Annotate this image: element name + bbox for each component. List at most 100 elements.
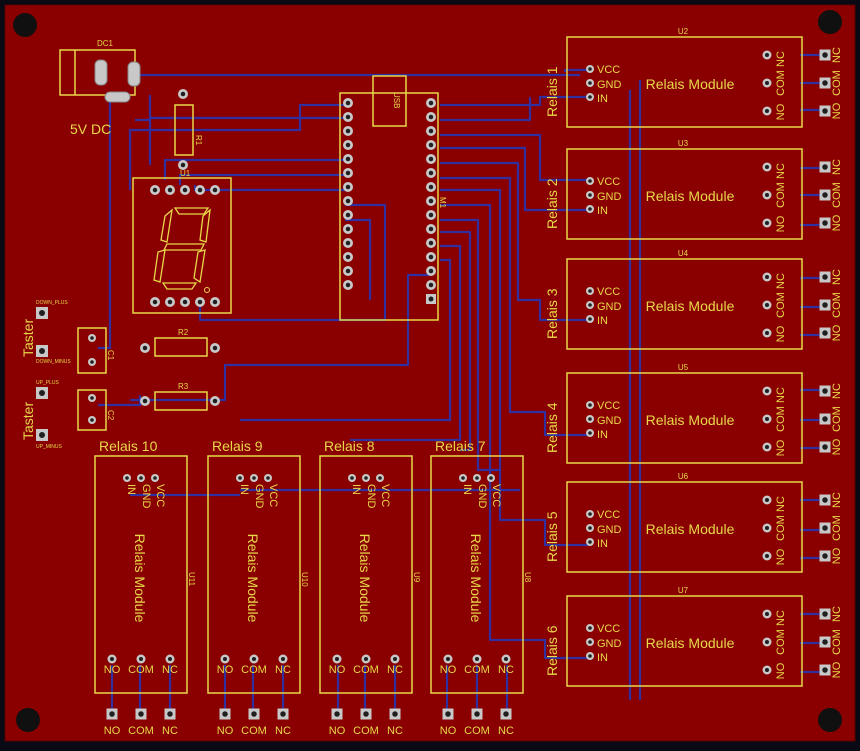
component-pads — [36, 49, 831, 720]
gnd-label: GND — [597, 191, 622, 203]
vcc-label: VCC — [597, 623, 620, 635]
com-terminal-label: COM — [464, 725, 490, 737]
com-terminal-label: COM — [831, 629, 843, 655]
gnd-label: GND — [597, 301, 622, 313]
com-label: COM — [353, 664, 379, 676]
nc-label: NC — [775, 387, 787, 403]
module-title: Relais Module — [468, 534, 484, 623]
no-terminal-label: NO — [831, 547, 843, 564]
com-terminal-label: COM — [831, 70, 843, 96]
digit-eight-icon — [153, 207, 211, 290]
no-label: NO — [104, 664, 121, 676]
no-terminal-label: NO — [329, 725, 346, 737]
no-label: NO — [217, 664, 234, 676]
gnd-label: GND — [476, 484, 488, 509]
gnd-label: GND — [597, 638, 622, 650]
no-label: NO — [775, 548, 787, 565]
module-ref: U10 — [300, 572, 309, 587]
in-label: IN — [125, 484, 137, 495]
nc-terminal-label: NC — [831, 492, 843, 508]
com-terminal-label: COM — [831, 182, 843, 208]
relay-side-label: Relais 2 — [544, 178, 560, 229]
module-outline — [319, 455, 413, 694]
down-plus-label: DOWN_PLUS — [36, 300, 68, 306]
module-title: Relais Module — [245, 534, 261, 623]
nc-label: NC — [775, 273, 787, 289]
display-ref: U1 — [180, 169, 191, 178]
relay-side-label: Relais 1 — [544, 66, 560, 117]
gnd-label: GND — [597, 79, 622, 91]
no-terminal-label: NO — [831, 324, 843, 341]
module-ref: U7 — [678, 586, 689, 595]
button-connector — [77, 389, 107, 431]
seven-segment-display: U1 — [132, 169, 232, 314]
resistor-r3: R3 — [154, 382, 208, 411]
vcc-label: VCC — [597, 286, 620, 298]
module-title: Relais Module — [357, 534, 373, 623]
vcc-label: VCC — [597, 176, 620, 188]
module-outline — [566, 36, 803, 128]
no-label: NO — [775, 325, 787, 342]
module-outline — [430, 455, 524, 694]
com-label: COM — [775, 629, 787, 655]
module-outline — [566, 481, 803, 573]
no-terminal-label: NO — [217, 725, 234, 737]
nc-terminal-label: NC — [831, 47, 843, 63]
in-label: IN — [597, 429, 608, 441]
down-minus-label: DOWN_MINUS — [36, 359, 71, 365]
relay-top-label: Relais 10 — [99, 438, 158, 454]
com-label: COM — [128, 664, 154, 676]
com-terminal-label: COM — [128, 725, 154, 737]
gnd-label: GND — [365, 484, 377, 509]
no-terminal-label: NO — [104, 725, 121, 737]
resistor-ref: R3 — [178, 382, 189, 391]
no-terminal-label: NO — [831, 438, 843, 455]
mcu-outline — [339, 92, 439, 321]
gnd-label: GND — [140, 484, 152, 509]
resistor-ref: R2 — [178, 328, 189, 337]
nc-terminal-label: NC — [498, 725, 514, 737]
nc-label: NC — [162, 664, 178, 676]
nc-label: NC — [275, 664, 291, 676]
dc-jack-pad-icon — [94, 59, 108, 86]
in-label: IN — [597, 93, 608, 105]
vcc-label: VCC — [597, 509, 620, 521]
button-ref: C2 — [106, 410, 115, 421]
nc-label: NC — [498, 664, 514, 676]
taster-up: UP_PLUS UP_MINUS Taster C2 — [20, 380, 115, 450]
com-label: COM — [775, 182, 787, 208]
no-terminal-label: NO — [831, 102, 843, 119]
com-label: COM — [464, 664, 490, 676]
nc-terminal-label: NC — [831, 606, 843, 622]
button-connector — [77, 327, 107, 374]
dc-jack: DC1 5V DC — [59, 39, 141, 137]
taster-label: Taster — [20, 319, 36, 357]
no-label: NO — [329, 664, 346, 676]
com-label: COM — [775, 70, 787, 96]
module-title: Relais Module — [646, 412, 735, 428]
gnd-label: GND — [597, 524, 622, 536]
vcc-label: VCC — [379, 484, 391, 507]
relay-side-label: Relais 5 — [544, 511, 560, 562]
in-label: IN — [597, 652, 608, 664]
dc-jack-label: 5V DC — [70, 121, 111, 137]
vcc-label: VCC — [267, 484, 279, 507]
nc-label: NC — [775, 496, 787, 512]
dc-jack-pad-icon — [127, 61, 141, 87]
mounting-hole-icon — [13, 13, 37, 37]
taster-label: Taster — [20, 402, 36, 440]
module-outline — [207, 455, 301, 694]
mcu-ref: M1 — [438, 197, 447, 209]
com-terminal-label: COM — [831, 515, 843, 541]
mounting-holes — [13, 10, 842, 732]
relay-top-label: Relais 7 — [435, 438, 486, 454]
com-terminal-label: COM — [831, 292, 843, 318]
vcc-label: VCC — [490, 484, 502, 507]
